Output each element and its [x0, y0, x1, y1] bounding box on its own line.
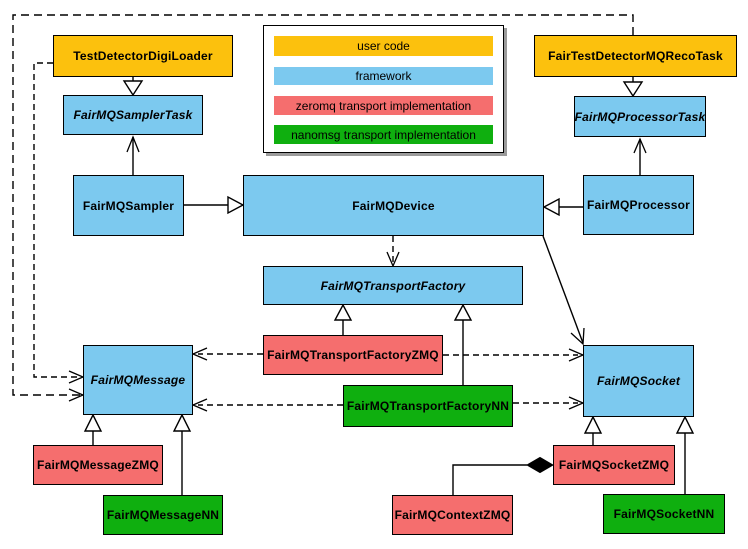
edge-assoc-sampler-samplertask [126, 135, 140, 175]
edge-inherit-sampler-device [184, 195, 245, 215]
node-fairmqtransportfactorynn: FairMQTransportFactoryNN [343, 385, 513, 427]
edge-inherit-messagezmq-message [83, 413, 103, 445]
legend-item-nanomsg: nanomsg transport implementation [274, 125, 493, 144]
edge-assoc-processor-processortask [633, 137, 647, 175]
edge-dep-factorynn-message [191, 398, 343, 412]
node-fairmqsocket: FairMQSocket [583, 345, 694, 417]
node-fairmqtransportfactory: FairMQTransportFactory [263, 266, 523, 305]
node-fairmqtransportfactoryzmq: FairMQTransportFactoryZMQ [263, 335, 443, 375]
node-fairmqmessage: FairMQMessage [83, 345, 193, 415]
node-fairmqprocessortask: FairMQProcessorTask [574, 96, 706, 137]
node-fairmqdevice: FairMQDevice [243, 175, 544, 236]
node-fairmqsocketnn: FairMQSocketNN [603, 494, 725, 534]
legend-item-zeromq: zeromq transport implementation [274, 96, 493, 115]
node-fairmqcontextzmq: FairMQContextZMQ [392, 495, 513, 535]
edge-inherit-messagenn-message [172, 413, 192, 495]
node-fairtestdetectormqrecotask: FairTestDetectorMQRecoTask [534, 35, 737, 77]
edge-inherit-digiloader-samplertask [122, 77, 144, 97]
edge-dep-device-transportfactory [386, 236, 400, 268]
edge-inherit-recotask-processortask [622, 77, 644, 98]
edge-comp-contextzmq-socketzmq [452, 456, 555, 495]
edge-inherit-socketnn-socket [675, 415, 695, 494]
edge-inherit-processor-device [542, 197, 583, 217]
node-fairmqprocessor: FairMQProcessor [583, 175, 694, 235]
legend-label: nanomsg transport implementation [291, 127, 476, 142]
node-fairmqsocketzmq: FairMQSocketZMQ [553, 445, 675, 485]
legend-label: framework [355, 69, 412, 83]
legend-item-user-code: user code [274, 36, 493, 56]
node-fairmqsampler: FairMQSampler [73, 175, 184, 236]
edge-dep-factorynn-socket [513, 396, 585, 410]
legend: user code framework zeromq transport imp… [263, 25, 504, 153]
legend-label: zeromq transport implementation [295, 98, 472, 113]
edge-inherit-factorynn-transportfactory [453, 303, 473, 385]
edge-inherit-factoryzmq-transportfactory [333, 303, 353, 335]
edge-dep-factoryzmq-message [191, 347, 263, 361]
edge-inherit-socketzmq-socket [583, 415, 603, 445]
node-fairmqmessagezmq: FairMQMessageZMQ [33, 445, 163, 485]
edge-dep-factoryzmq-socket [443, 348, 585, 362]
node-testdetectordigiloader: TestDetectorDigiLoader [53, 35, 233, 77]
node-fairmqmessagenn: FairMQMessageNN [103, 495, 223, 535]
node-fairmqsamplertask: FairMQSamplerTask [63, 95, 203, 135]
legend-label: user code [357, 39, 410, 53]
edge-assoc-device-socket [542, 235, 585, 346]
legend-item-framework: framework [274, 67, 493, 85]
